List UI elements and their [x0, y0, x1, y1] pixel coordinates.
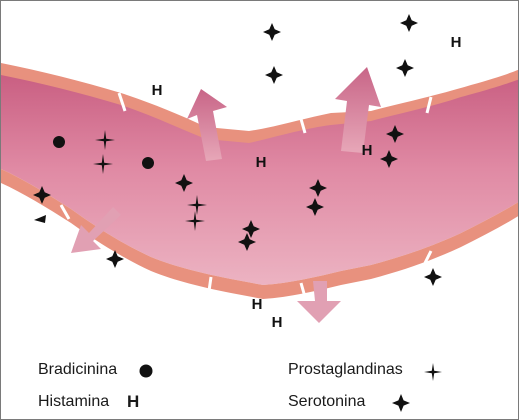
- serotonina-icon: [391, 393, 411, 413]
- legend-histamina-label: Histamina: [38, 393, 109, 410]
- serotonina-marker: [400, 14, 418, 32]
- histamina-marker: H: [272, 314, 283, 331]
- legend-serotonina: Serotonina: [288, 393, 365, 411]
- histamina-icon: H: [127, 392, 139, 412]
- histamina-icon-letter: H: [127, 392, 139, 411]
- histamina-marker: H: [252, 296, 263, 313]
- histamina-marker: H: [362, 142, 373, 159]
- bradicinina-marker: [142, 157, 154, 169]
- legend-bradicinina: Bradicinina: [38, 361, 117, 379]
- legend-prostaglandinas: Prostaglandinas: [288, 361, 403, 379]
- bradicinina-marker: [53, 136, 65, 148]
- legend-prostaglandinas-label: Prostaglandinas: [288, 361, 403, 378]
- histamina-marker: H: [152, 82, 163, 99]
- histamina-marker: H: [256, 154, 267, 171]
- histamina-marker: H: [451, 34, 462, 51]
- serotonina-marker: [263, 23, 281, 41]
- prostaglandinas-icon: [423, 362, 443, 382]
- bradicinina-icon: [138, 363, 154, 379]
- serotonina-marker: [424, 268, 442, 286]
- serotonina-marker: [34, 215, 46, 223]
- serotonina-marker: [396, 59, 414, 77]
- legend-serotonina-label: Serotonina: [288, 393, 365, 410]
- legend-bradicinina-label: Bradicinina: [38, 361, 117, 378]
- legend-histamina: Histamina: [38, 393, 109, 411]
- serotonina-marker: [265, 66, 283, 84]
